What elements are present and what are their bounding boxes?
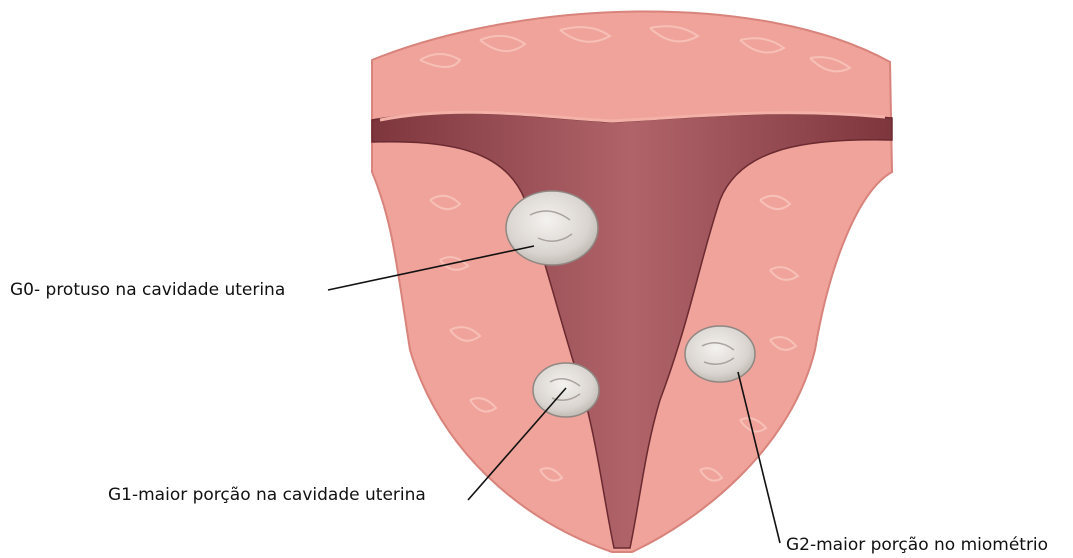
- fibroid-g2: [685, 326, 755, 382]
- label-g0: G0- protuso na cavidade uterina: [10, 282, 285, 299]
- label-g1: G1-maior porção na cavidade uterina: [108, 487, 426, 504]
- fibroid-g1: [533, 363, 599, 417]
- label-g2: G2-maior porção no miométrio: [786, 537, 1048, 554]
- fibroid-g0: [506, 191, 598, 265]
